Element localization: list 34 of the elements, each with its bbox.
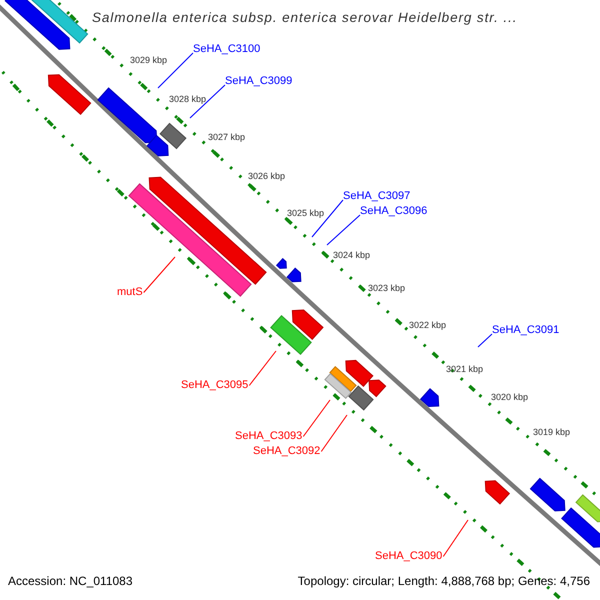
gene-name-label: SeHA_C3092 — [253, 446, 320, 457]
leader-line — [478, 334, 492, 348]
tick-label: 3019 kbp — [533, 428, 570, 437]
gene-name-label: SeHA_C3099 — [225, 76, 292, 87]
tick-label: 3028 kbp — [169, 95, 206, 104]
leader-line — [143, 256, 176, 293]
gene-name-label: SeHA_C3090 — [375, 551, 442, 562]
gene-name-label: SeHA_C3100 — [193, 44, 260, 55]
gene-name-label: SeHA_C3096 — [360, 206, 428, 217]
leader-line — [158, 52, 194, 88]
leader-line — [320, 414, 348, 452]
gene-name-label: mutS — [117, 287, 143, 298]
gene-name-label: SeHA_C3091 — [492, 325, 560, 336]
tick-label: 3027 kbp — [208, 133, 246, 142]
tick-label: 3029 kbp — [130, 56, 168, 65]
genome-info-text: Topology: circular; Length: 4,888,768 bp; Genes: 4,756 — [298, 575, 590, 587]
tick-label: 3021 kbp — [446, 365, 484, 374]
tick-label: 3022 kbp — [409, 321, 446, 330]
leader-line — [190, 84, 226, 118]
tick-label: 3024 kbp — [333, 251, 370, 260]
tick-label: 3026 kbp — [248, 172, 286, 181]
tick-label: 3023 kbp — [368, 284, 406, 293]
gene-name-label: SeHA_C3095 — [181, 380, 248, 391]
gene-name-label: SeHA_C3093 — [235, 431, 302, 442]
leader-line — [326, 214, 360, 246]
leader-line — [248, 350, 276, 386]
accession-text: Accession: NC_011083 — [8, 575, 133, 587]
tick-label: 3025 kbp — [287, 209, 324, 218]
title: Salmonella enterica subsp. enterica serovar Heidelberg str. ... — [92, 11, 518, 24]
tick-label: 3020 kbp — [491, 393, 528, 402]
leader-line — [442, 520, 468, 557]
gene-name-label: SeHA_C3097 — [343, 191, 410, 202]
leader-line — [302, 400, 330, 437]
leader-line — [312, 200, 344, 238]
